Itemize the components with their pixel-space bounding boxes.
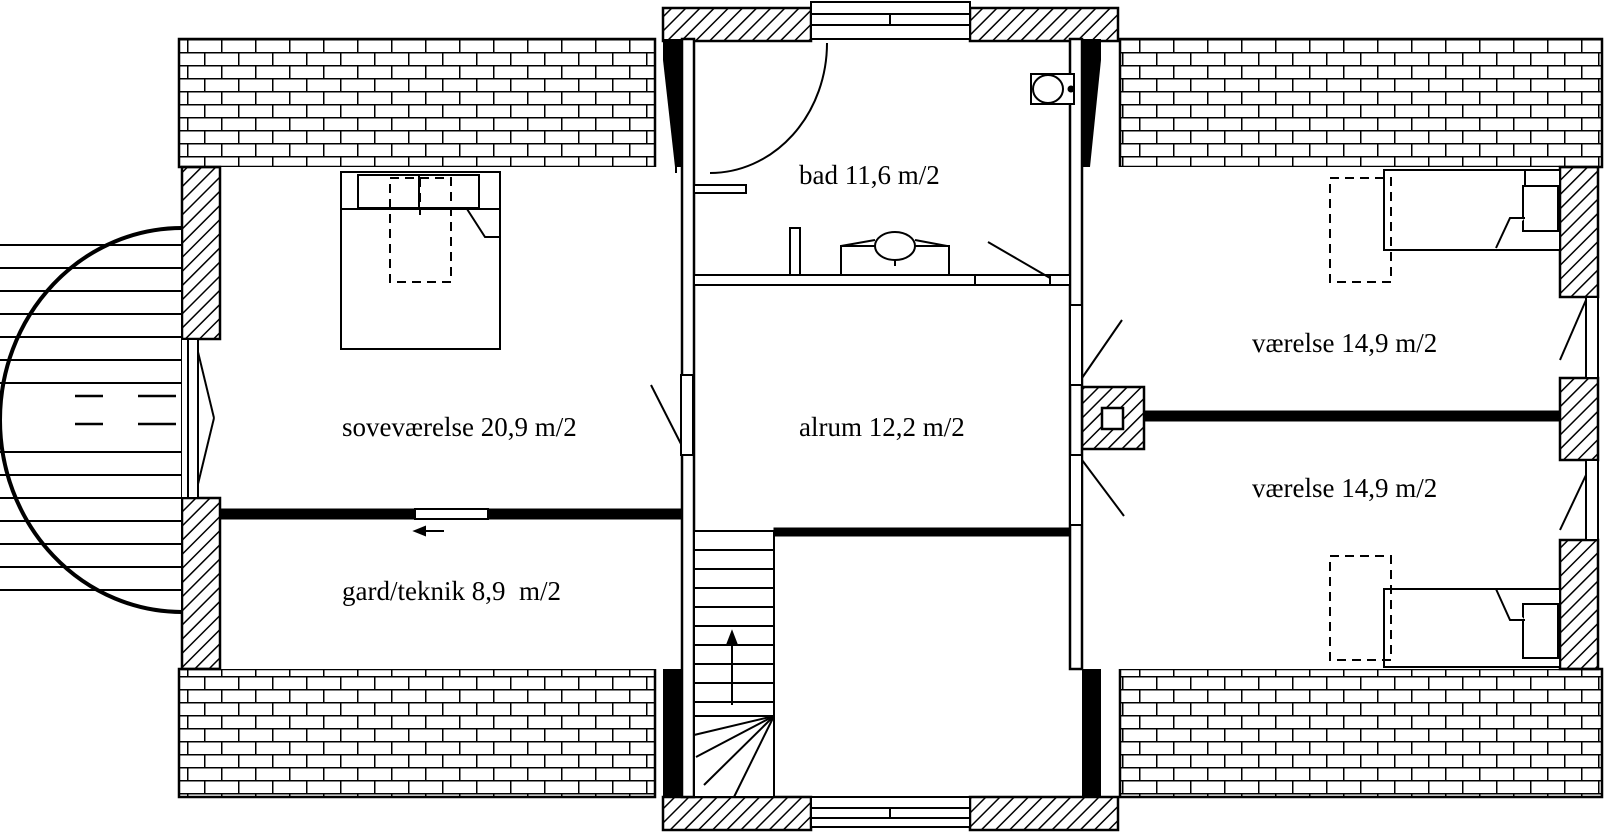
walls-hatched — [180, 6, 1600, 832]
single-bed-2 — [1329, 555, 1561, 668]
room-label-vaerelse-1: værelse 14,9 m/2 — [1252, 328, 1437, 358]
double-bed — [340, 171, 501, 350]
room-label-alrum: alrum 12,2 m/2 — [799, 412, 965, 442]
room-label-vaerelse-2: værelse 14,9 m/2 — [1252, 473, 1437, 503]
roof-edge-shadows — [663, 39, 1101, 797]
doors — [412, 42, 1125, 537]
bathroom-fixtures — [789, 73, 1075, 276]
windows — [176, 1, 1599, 828]
porch — [0, 226, 183, 614]
room-label-gard-teknik: gard/teknik 8,9 m/2 — [342, 576, 561, 606]
room-label-sovevaerelse: soveværelse 20,9 m/2 — [342, 412, 577, 442]
single-bed-1 — [1329, 169, 1561, 283]
room-label-bad: bad 11,6 m/2 — [799, 160, 940, 190]
stairs — [693, 530, 775, 798]
